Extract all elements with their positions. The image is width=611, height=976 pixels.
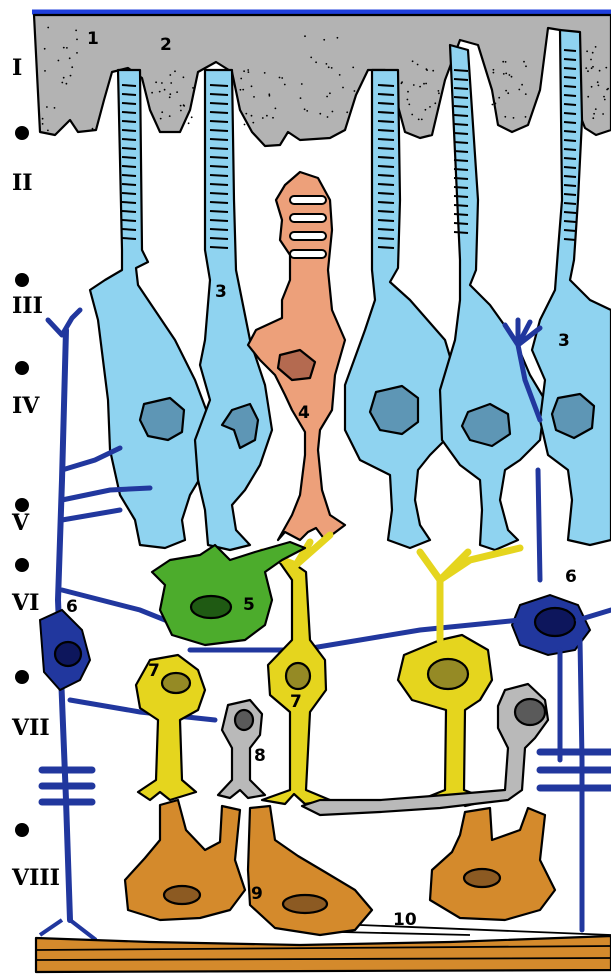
layer-boundary-dot [15, 823, 29, 837]
layer-boundary-dot [15, 558, 29, 572]
horizontal-nucleus [535, 608, 575, 636]
bipolar-nucleus [286, 663, 310, 689]
layer-boundary-dot [15, 273, 29, 287]
cell-number-label: 9 [251, 884, 263, 904]
amacrine-nucleus [235, 710, 253, 730]
layer-label: VI [11, 590, 39, 616]
rod-cell [90, 70, 210, 548]
muller-cell [152, 542, 305, 645]
muller-nucleus [191, 596, 231, 618]
cell-number-label: 2 [160, 35, 172, 55]
layer-boundary-dot [15, 361, 29, 375]
ganglion-cell [248, 806, 372, 935]
bipolar-nucleus [162, 673, 190, 693]
rod-nucleus [552, 394, 594, 438]
layer-boundary-dot [15, 670, 29, 684]
cell-number-label: 8 [254, 746, 266, 766]
rod-nucleus [370, 386, 418, 434]
cell-number-label: 7 [290, 692, 302, 712]
cell-number-label: 7 [148, 661, 160, 681]
ganglion-nucleus [464, 869, 500, 887]
amacrine-cells [218, 684, 548, 815]
cone-cell [248, 172, 345, 540]
cell-number-label: 4 [298, 403, 310, 423]
layer-boundary-dot [15, 498, 29, 512]
cell-number-label: 3 [558, 331, 570, 351]
layer-label: VIII [11, 865, 60, 891]
ganglion-nucleus [164, 886, 200, 904]
ganglion-cell [430, 808, 555, 920]
nerve-fiber-layer [36, 936, 611, 972]
cell-number-label: 6 [66, 597, 78, 617]
cell-number-label: 1 [87, 29, 99, 49]
rod-cell [345, 70, 460, 548]
layer-label: III [12, 293, 43, 319]
layer-label: IV [12, 393, 40, 419]
layer-label: I [12, 55, 22, 81]
horizontal-nucleus [55, 642, 81, 666]
cell-number-label: 3 [215, 282, 227, 302]
ganglion-cells [36, 800, 611, 972]
cell-number-label: 6 [565, 567, 577, 587]
cell-number-label: 10 [393, 910, 417, 930]
ganglion-nucleus [283, 895, 327, 913]
rod-nucleus [140, 398, 184, 440]
amacrine-nucleus [515, 699, 545, 725]
layer-label: II [12, 170, 33, 196]
layer-label: V [11, 510, 30, 536]
layer-boundary-dot [15, 126, 29, 140]
bipolar-nucleus [428, 659, 468, 689]
layer-label: VII [11, 715, 50, 741]
cell-number-label: 5 [243, 595, 255, 615]
